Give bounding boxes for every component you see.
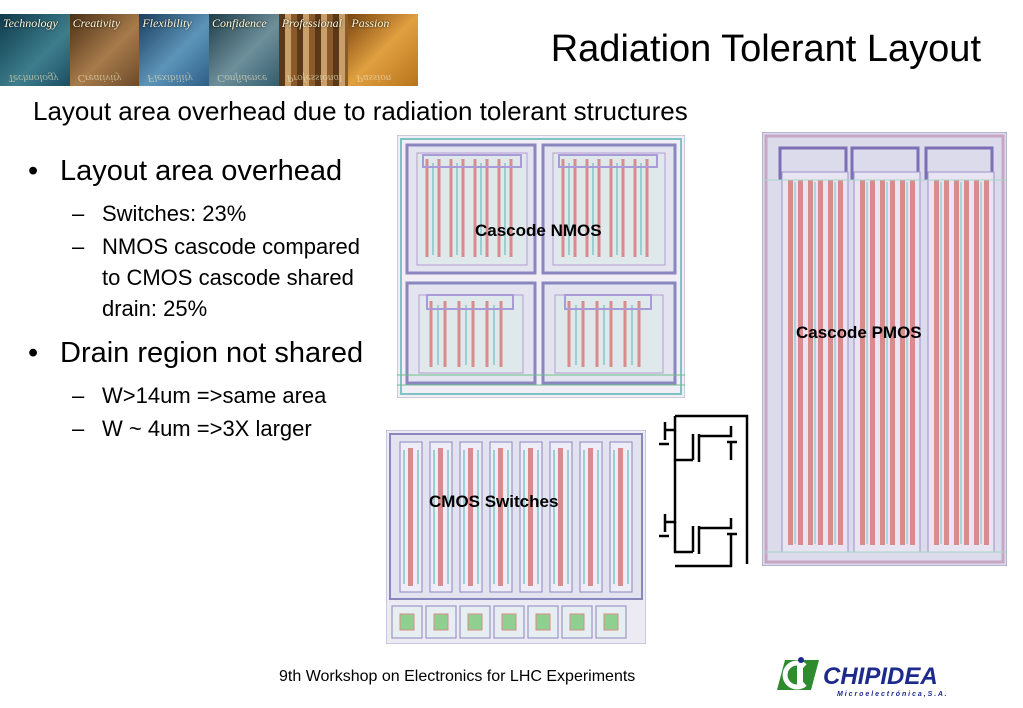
cascode-pmos-label: Cascode PMOS [796,323,922,342]
sub-bullet-dash-icon: – [72,383,85,408]
bullet-item: • Layout area overhead [28,154,398,188]
slide-subtitle: Layout area overhead due to radiation to… [33,96,688,126]
cmos-switches-layout-image [386,430,646,644]
cascode-pmos-layout-image [762,132,1007,566]
sub-bullet-dash-icon: – [72,234,85,259]
banner-panel-confidence: Confidence Confidence [209,14,279,86]
bullet-text: Drain region not shared [60,337,364,369]
sub-bullet-item: – W ~ 4um =>3X larger [72,413,398,444]
banner-word: Technology [3,16,58,30]
footer-text: 9th Workshop on Electronics for LHC Expe… [279,668,636,685]
banner-word-reflection: Professional [286,72,342,84]
sub-bullet-item: – NMOS cascode compared to CMOS cascode … [72,231,398,324]
nmos-guard-ring [422,154,658,310]
banner-word-reflection: Passion [356,72,392,84]
transistor-schematic-diagram [659,414,749,568]
cmos-bottom-cells [391,605,627,639]
cmos-diffusion-stripes [403,450,629,584]
banner-panel-professional: Professional Professional [278,14,349,86]
pmos-diffusion-lines [794,182,982,544]
sub-bullet-text: NMOS cascode compared to CMOS cascode sh… [102,234,360,321]
banner-panel-creativity: Creativity Creativity [69,14,140,86]
bullet-item: • Drain region not shared [28,336,398,370]
logo-tagline: M i c r o e l e c t r ó n i c a , S . A … [837,691,947,698]
slide-title: Radiation Tolerant Layout [550,28,981,70]
nmos-bottom-right-block [541,281,677,385]
banner-word-reflection: Flexibility [147,72,193,84]
banner-word-reflection: Creativity [77,72,122,84]
cascode-nmos-layout-image [397,135,685,398]
chipidea-mark-icon [777,657,819,690]
logo-wordmark: CHIPIDEA [823,663,938,690]
banner-word: Flexibility [142,16,192,30]
banner-word-reflection: Confidence [217,72,268,84]
bullet-list: • Layout area overhead – Switches: 23% –… [28,154,398,446]
schematic-top-transistor [659,414,749,462]
chipidea-logo: CHIPIDEA M i c r o e l e c t r ó n i c a… [777,657,947,698]
sub-bullet-dash-icon: – [72,416,85,441]
cmos-switches-label: CMOS Switches [429,492,559,511]
nmos-diffusion-stripes [432,163,642,365]
bullet-dot-icon: • [28,337,39,369]
banner-panel-flexibility: Flexibility Flexibility [139,14,210,86]
bullet-text: Layout area overhead [60,155,343,187]
sub-bullet-text: W ~ 4um =>3X larger [102,416,312,441]
banner-word: Creativity [72,16,121,30]
banner-word: Confidence [212,16,267,30]
sub-bullet-item: – Switches: 23% [72,198,398,229]
banner-word: Passion [351,16,390,30]
sub-bullet-item: – W>14um =>same area [72,380,398,411]
sub-bullet-dash-icon: – [72,201,85,226]
banner-panel-technology: Technology Technology [0,14,70,86]
header-banner: Technology Technology Creativity Creativ… [0,14,418,86]
banner-word: Professional [281,16,342,30]
bullet-dot-icon: • [28,155,39,187]
cascode-nmos-label: Cascode NMOS [475,221,602,240]
banner-word-reflection: Technology [8,72,59,84]
schematic-bottom-transistor [659,504,737,568]
sub-bullet-text: Switches: 23% [102,201,247,226]
cmos-bottom-cell-cores [399,613,619,631]
cmos-gate-stripes [408,448,623,586]
nmos-gate-stripes [425,159,649,367]
banner-panel-passion: Passion Passion [348,14,418,86]
sub-bullet-text: W>14um =>same area [102,383,327,408]
